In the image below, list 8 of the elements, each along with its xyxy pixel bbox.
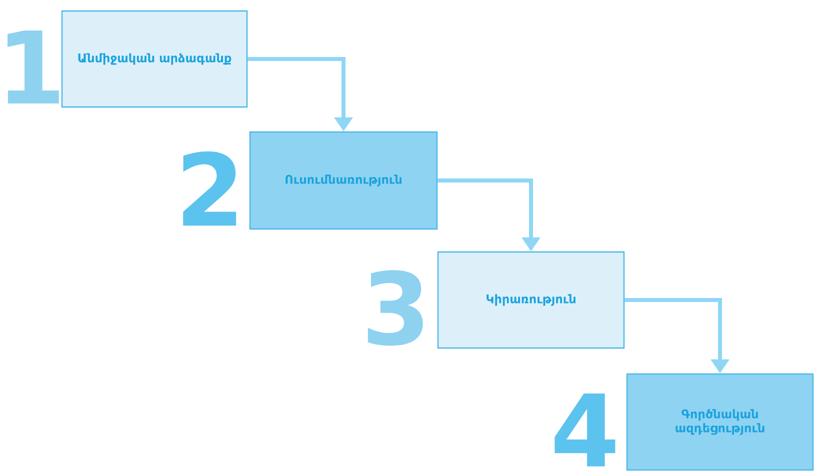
process-box: Գործնական ազդեցություն bbox=[626, 373, 814, 471]
step-number: 1 bbox=[8, 30, 59, 104]
step-number: 3 bbox=[368, 270, 423, 346]
process-box: Կիրառություն bbox=[437, 251, 625, 349]
process-box: Ուսումնառություն bbox=[249, 131, 438, 230]
process-box: Անմիջական արձագանք bbox=[61, 10, 248, 108]
step-number: 2 bbox=[183, 151, 236, 226]
step-number: 4 bbox=[554, 394, 616, 466]
